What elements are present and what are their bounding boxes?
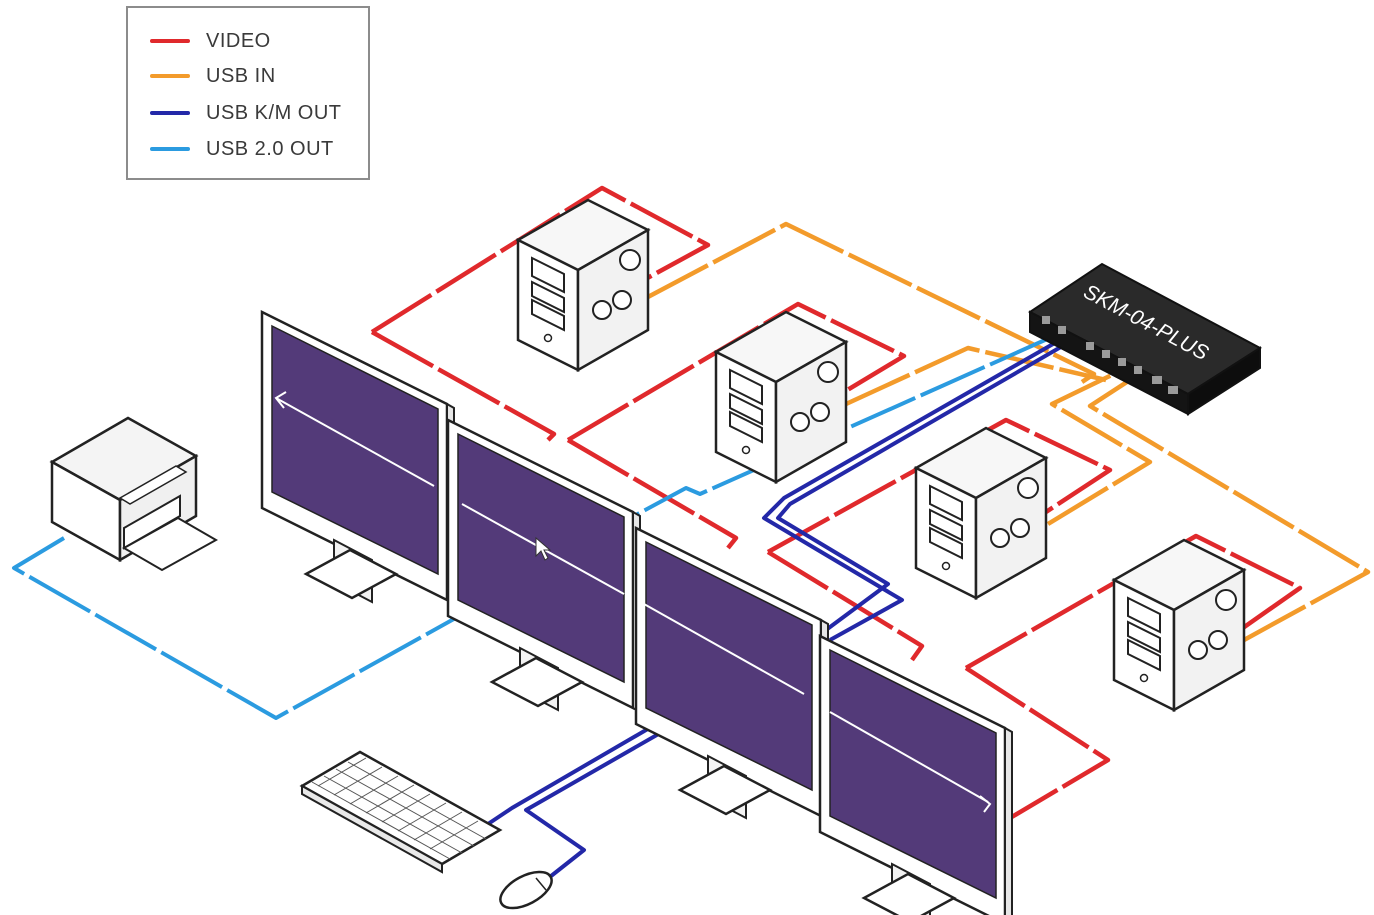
computer-tower-icon <box>1112 538 1246 712</box>
usb-in-cable-3 <box>1046 369 1153 526</box>
usb-km-out-keyboard <box>480 714 672 830</box>
legend-label: USB IN <box>206 64 276 87</box>
usb-in-cable-2 <box>845 345 1107 407</box>
video-cable-2 <box>566 301 907 442</box>
usb-km-out-cable-a <box>762 338 1061 642</box>
video-cable-3-to-monitor <box>766 550 925 662</box>
usb-km-out-mouse <box>524 722 677 882</box>
keyboard-icon <box>299 750 503 874</box>
usb-in-cable-4 <box>1087 378 1371 642</box>
usb20-out-cable-hub <box>633 334 1055 518</box>
computer-tower-icon <box>714 310 848 484</box>
video-cable-3 <box>766 417 1113 554</box>
printer-icon <box>49 416 219 572</box>
legend: VIDEO USB IN USB K/M OUT USB 2.0 OUT <box>126 6 370 180</box>
legend-item-usb-in: USB IN <box>150 61 276 91</box>
monitor-icon <box>260 310 456 606</box>
legend-item-usb-km-out: USB K/M OUT <box>150 98 342 128</box>
legend-label: VIDEO <box>206 29 271 52</box>
usb-km-out-cable-b <box>776 342 1068 632</box>
video-cable-4-to-monitor <box>964 666 1111 820</box>
video-cable-1-to-monitor <box>370 330 557 442</box>
mouse-icon <box>499 870 553 910</box>
video-cable-2-to-monitor <box>566 438 739 550</box>
legend-swatch <box>150 74 190 78</box>
legend-swatch <box>150 147 190 151</box>
legend-swatch <box>150 111 190 115</box>
usb20-out-cable-printer <box>12 536 471 720</box>
mouse-pointer-icon <box>535 536 552 561</box>
legend-label: USB 2.0 OUT <box>206 137 334 160</box>
kvm-switch-icon: SKM-04-PLUS <box>1028 262 1262 416</box>
computer-tower-icon <box>516 198 650 372</box>
legend-item-usb20-out: USB 2.0 OUT <box>150 134 334 164</box>
video-cable-4 <box>964 533 1303 670</box>
computer-tower-icon <box>914 426 1048 600</box>
legend-item-video: VIDEO <box>150 26 271 56</box>
legend-swatch <box>150 39 190 43</box>
legend-label: USB K/M OUT <box>206 101 342 124</box>
video-cable-1 <box>370 185 711 334</box>
